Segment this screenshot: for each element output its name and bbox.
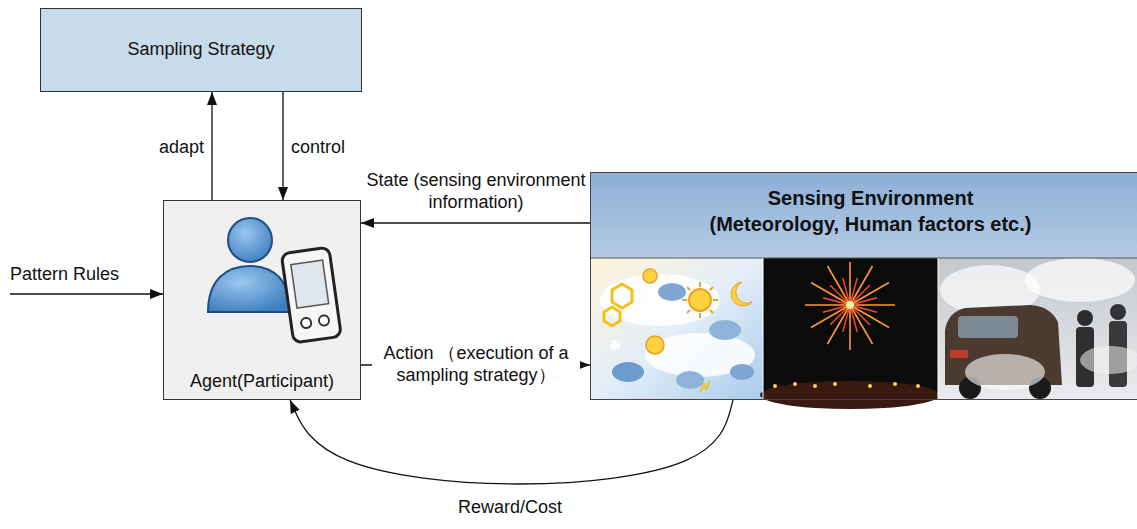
fireworks-picture-part-part [850, 305, 857, 332]
agent-box-fill-part [163, 200, 361, 400]
weather-picture-part [612, 284, 632, 308]
traffic-smog-picture-part [938, 258, 1137, 400]
fireworks-picture-part-part [823, 305, 850, 312]
panel-heading: (Meteorology, Human factors etc.) [591, 211, 1137, 237]
weather-picture-part [731, 282, 752, 306]
weather-picture [590, 258, 763, 400]
edge-label: Action （execution of a sampling strategy… [372, 343, 580, 386]
fireworks-picture-part-part [805, 304, 850, 306]
fireworks-picture-part-part [868, 384, 872, 388]
fireworks-picture-part [763, 258, 938, 400]
weather-picture-part [676, 371, 704, 389]
weather-picture-part [643, 269, 657, 283]
weather-picture-part [700, 381, 710, 392]
participant-icon-part [228, 218, 272, 262]
fireworks-picture-part-part [849, 305, 851, 350]
traffic-smog-picture-part [965, 354, 1045, 390]
traffic-smog-picture-part [1080, 346, 1137, 374]
agent-box: Agent(Participant) [163, 200, 361, 400]
traffic-smog-picture-part [1110, 304, 1126, 320]
pattern-rules-arrow-part [10, 293, 163, 294]
weather-picture-part [600, 274, 720, 326]
environment-divider [590, 258, 1137, 400]
participant-icon-part [208, 266, 290, 312]
participant-icon-part-part [301, 317, 312, 328]
weather-picture-part [612, 362, 644, 382]
weather-picture-part [590, 258, 763, 400]
fireworks-picture-part-part [850, 298, 877, 305]
fireworks-picture-part-part [828, 266, 851, 305]
edge-label: control [291, 137, 345, 159]
fireworks-picture-part-part [843, 278, 850, 305]
fireworks-picture-part-part [773, 384, 777, 388]
fireworks-picture-part-part [850, 304, 895, 306]
fireworks-picture-part-part [849, 262, 851, 305]
fireworks-picture-part [760, 381, 940, 409]
fireworks-picture-part [823, 278, 877, 332]
traffic-smog-picture [938, 258, 1137, 400]
fireworks-picture-part-part [916, 384, 920, 388]
box-label: Agent(Participant) [190, 371, 334, 393]
weather-picture-part [604, 307, 620, 326]
input-label: Pattern Rules [10, 264, 119, 285]
environment-panel: Sensing Environment(Meteorology, Human f… [590, 172, 1137, 400]
participant-icon-part-part [291, 260, 329, 308]
edge-label: adapt [159, 137, 204, 159]
pattern-rules-arrow [10, 294, 163, 295]
environment-divider-part [590, 258, 1137, 259]
panel-heading: Sensing Environment [591, 185, 1137, 211]
environment-divider-part [938, 258, 939, 400]
weather-picture-part [646, 336, 664, 354]
fireworks-picture-part-part [833, 382, 837, 386]
weather-picture-part [689, 289, 711, 311]
traffic-smog-picture-part [1025, 258, 1135, 302]
fireworks-picture [760, 258, 940, 409]
participant-icon [208, 218, 341, 343]
box-label: Sampling Strategy [127, 39, 274, 61]
fireworks-picture-part [846, 301, 854, 309]
fireworks-picture-part-part [850, 305, 873, 344]
flow-arrow [282, 92, 283, 200]
fireworks-picture-part-part [811, 305, 850, 328]
traffic-smog-picture-part [1077, 310, 1093, 326]
participant-icon-part [281, 247, 341, 343]
fireworks-picture-part [805, 262, 895, 350]
agent-box-fill [163, 200, 361, 400]
fireworks-picture-part-part [850, 283, 889, 306]
weather-picture-part [658, 283, 686, 301]
flow-arrow [361, 222, 590, 223]
edge-label: State (sensing environment information) [356, 170, 596, 213]
fireworks-picture-part [773, 382, 920, 388]
fireworks-picture-part-part [813, 384, 817, 388]
fireworks-picture-part-part [793, 382, 797, 386]
weather-picture-part [682, 282, 718, 318]
fireworks-picture-part-part [893, 382, 897, 386]
weather-picture-part [730, 364, 754, 380]
edge-label: Reward/Cost [454, 497, 566, 519]
weather-picture-part [709, 320, 741, 340]
strategy-box: Sampling Strategy [40, 8, 362, 92]
flow-arrow [290, 400, 733, 484]
traffic-smog-picture-part [950, 350, 968, 358]
environment-divider-part [763, 258, 764, 400]
weather-picture-part [610, 340, 620, 350]
participant-icon-part-part [318, 315, 329, 326]
traffic-smog-picture-part [958, 316, 1018, 338]
flow-arrow [211, 92, 212, 200]
participant-icon-part-part [281, 247, 341, 343]
